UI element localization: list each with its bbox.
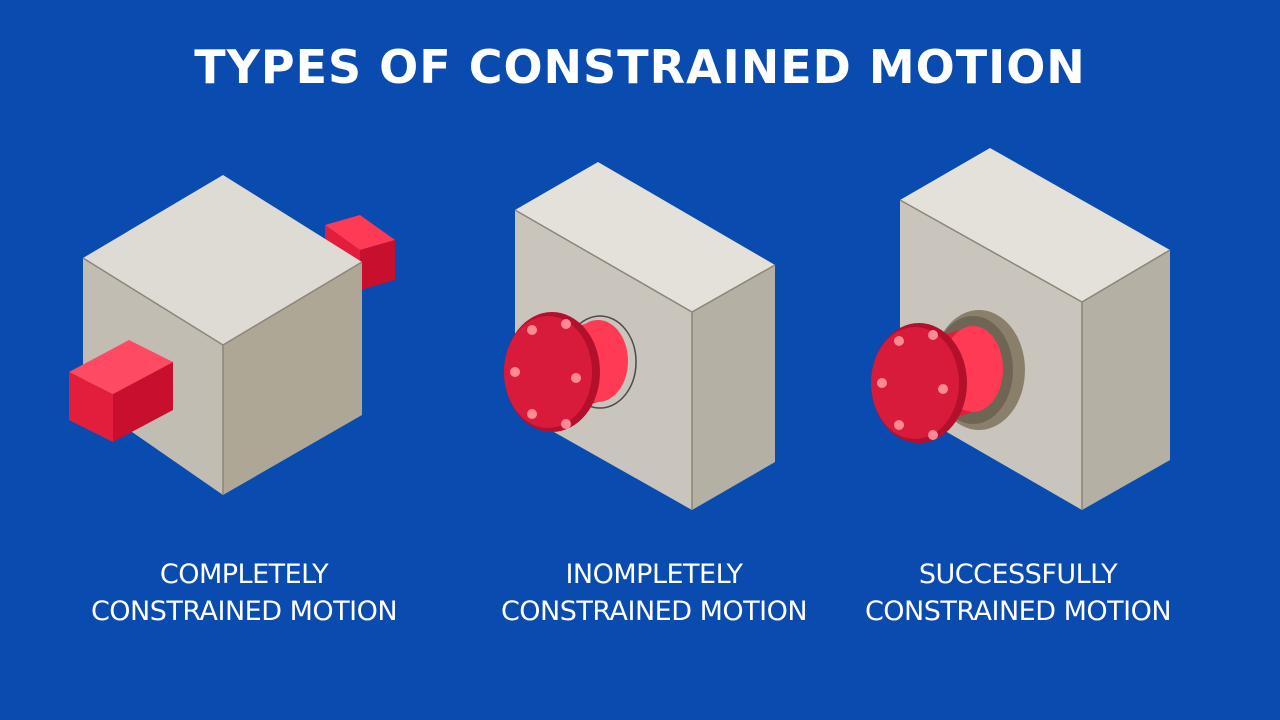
page-title: TYPES OF CONSTRAINED MOTION [194, 40, 1086, 94]
block-with-round-shaft-icon [504, 162, 776, 510]
caption-incompletely-constrained: INOMPLETELY CONSTRAINED MOTION [454, 556, 854, 630]
block-with-bushed-shaft-icon [871, 148, 1171, 510]
completely-constrained-figure [55, 140, 435, 530]
caption-line-1: COMPLETELY [159, 559, 329, 590]
cube-with-square-shaft-icon [69, 175, 395, 495]
incompletely-constrained-figure [480, 140, 860, 530]
caption-line-2: CONSTRAINED MOTION [90, 596, 398, 627]
caption-line-2: CONSTRAINED MOTION [864, 596, 1172, 627]
caption-completely-constrained: COMPLETELY CONSTRAINED MOTION [44, 556, 444, 630]
caption-line-1: INOMPLETELY [565, 559, 743, 590]
caption-successfully-constrained: SUCCESSFULLY CONSTRAINED MOTION [818, 556, 1218, 630]
caption-line-2: CONSTRAINED MOTION [500, 596, 808, 627]
successfully-constrained-figure [855, 140, 1235, 530]
caption-line-1: SUCCESSFULLY [918, 559, 1118, 590]
